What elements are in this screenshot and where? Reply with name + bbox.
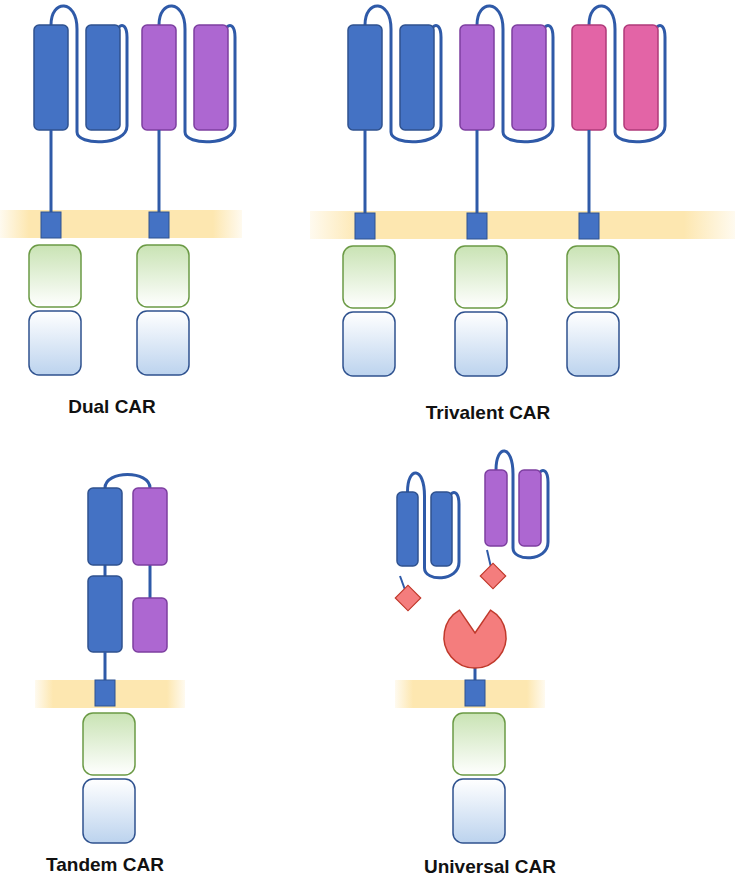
variable-domain [34, 25, 68, 130]
scfv [34, 6, 127, 142]
cd3-zeta-domain [83, 779, 135, 843]
adapter-tag [395, 585, 420, 610]
variable-domain [460, 25, 494, 130]
figure-label: Tandem CAR [46, 854, 164, 876]
hinge-stalk [364, 130, 367, 217]
transmembrane-domain [95, 680, 115, 706]
transmembrane-domain [355, 213, 375, 239]
variable-domain [519, 470, 541, 546]
linker [149, 560, 152, 600]
cell-membrane [35, 680, 185, 708]
scfv [397, 473, 459, 578]
cell-membrane [0, 210, 242, 238]
variable-domain [431, 492, 452, 566]
linker-loop [105, 475, 150, 489]
hinge-stalk [158, 130, 161, 216]
variable-domain [133, 598, 167, 652]
figure-label: Trivalent CAR [426, 402, 551, 424]
figure-label: Universal CAR [424, 856, 556, 878]
transmembrane-domain [579, 213, 599, 239]
adapter-tag [480, 563, 505, 588]
variable-domain [133, 488, 167, 565]
costimulatory-domain [83, 713, 135, 775]
costimulatory-domain [453, 713, 505, 775]
variable-domain [88, 576, 122, 652]
costimulatory-domain [567, 246, 619, 308]
hinge-stalk [476, 130, 479, 217]
variable-domain [485, 470, 507, 546]
costimulatory-domain [137, 245, 189, 307]
transmembrane-domain [467, 213, 487, 239]
transmembrane-domain [149, 212, 169, 238]
transmembrane-domain [465, 680, 485, 706]
hinge-stalk [50, 130, 53, 216]
cd3-zeta-domain [29, 311, 81, 375]
cell-membrane [395, 680, 545, 708]
scfv [485, 451, 548, 558]
variable-domain [86, 25, 120, 130]
cd3-zeta-domain [343, 312, 395, 376]
variable-domain [624, 25, 658, 130]
variable-domain [512, 25, 546, 130]
tag-binding-receptor [444, 610, 506, 668]
cell-membrane [310, 211, 735, 239]
costimulatory-domain [455, 246, 507, 308]
cd3-zeta-domain [455, 312, 507, 376]
cd3-zeta-domain [137, 311, 189, 375]
cd3-zeta-domain [567, 312, 619, 376]
variable-domain [348, 25, 382, 130]
scfv [348, 6, 441, 142]
tandem-scfv [88, 475, 167, 653]
costimulatory-domain [29, 245, 81, 307]
hinge-stalk [588, 130, 591, 217]
variable-domain [88, 488, 122, 565]
transmembrane-domain [41, 212, 61, 238]
costimulatory-domain [343, 246, 395, 308]
variable-domain [142, 25, 176, 130]
variable-domain [400, 25, 434, 130]
figure-label: Dual CAR [68, 396, 156, 418]
scfv [460, 6, 553, 142]
scfv [572, 6, 665, 142]
scfv [142, 6, 235, 142]
cd3-zeta-domain [453, 779, 505, 843]
hinge-stalk [104, 652, 107, 684]
variable-domain [194, 25, 228, 130]
variable-domain [572, 25, 606, 130]
variable-domain [397, 492, 418, 566]
